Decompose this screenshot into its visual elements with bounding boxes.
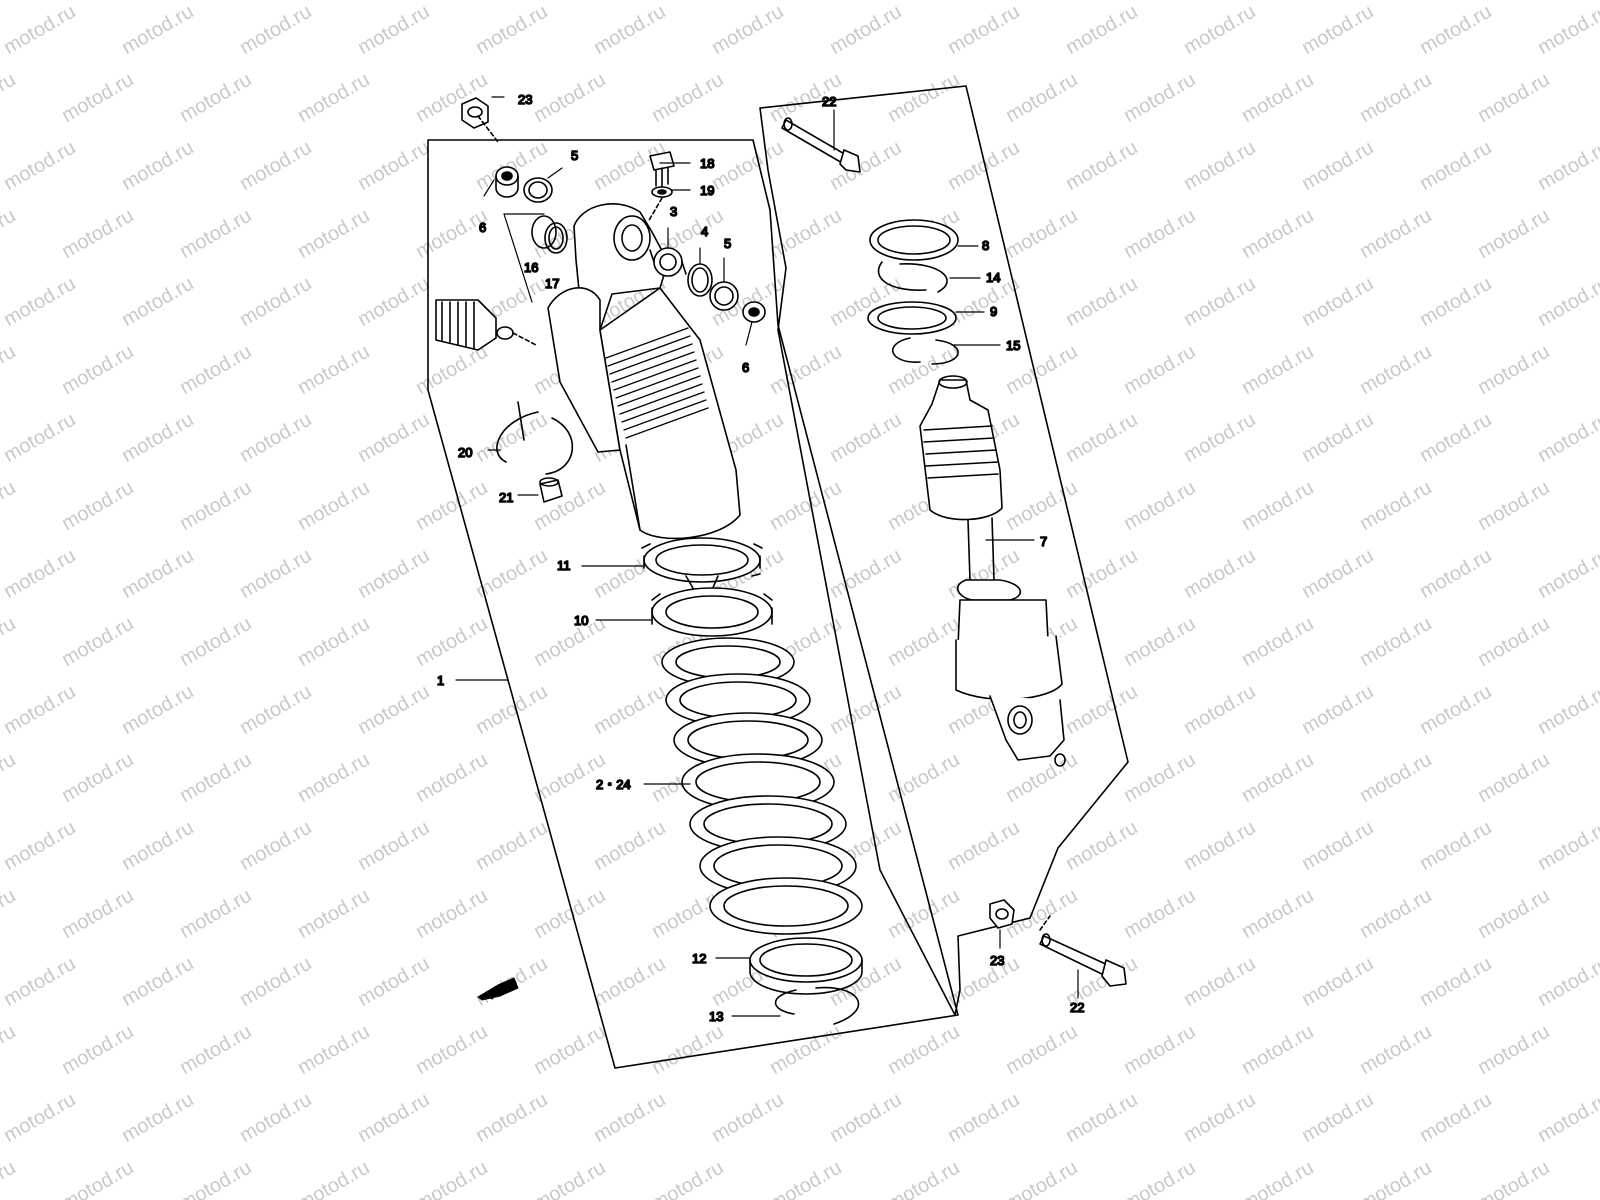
callout-6-left: 6 — [479, 220, 486, 235]
snap-ring-20 — [496, 401, 574, 475]
callout-5-right: 5 — [724, 236, 731, 251]
leader-16-17 — [503, 213, 545, 303]
cap-21 — [539, 477, 563, 503]
callout-23-bottom: 23 — [990, 953, 1004, 968]
ring-9 — [867, 301, 957, 335]
washer-4 — [687, 263, 713, 297]
callout-13: 13 — [709, 1009, 723, 1024]
callout-6-right: 6 — [742, 360, 749, 375]
callout-22-bottom: 22 — [1070, 1000, 1084, 1015]
spring-2-24 — [661, 637, 863, 935]
o-ring-16 — [531, 215, 557, 249]
damper-rod-7 — [919, 375, 1066, 767]
callout-11: 11 — [557, 558, 571, 573]
seal-5-left — [523, 177, 553, 203]
fwd-arrow-icon — [477, 977, 519, 1001]
callout-20: 20 — [458, 445, 472, 460]
spring-seat-12 — [749, 937, 863, 995]
bolt-22-bottom — [1039, 915, 1127, 987]
callout-18: 18 — [700, 156, 714, 171]
assembly-7-outline — [759, 85, 1129, 1016]
nut-23-bottom — [989, 899, 1015, 929]
collar-6-right — [742, 301, 766, 323]
washer-19 — [647, 186, 673, 223]
bearing-3 — [649, 247, 687, 277]
lock-nut-11 — [641, 537, 763, 591]
callout-1: 1 — [437, 673, 444, 688]
callout-2-24: 2・24 — [596, 777, 631, 792]
collar-6-left — [495, 166, 519, 198]
nut-23-top — [461, 97, 499, 143]
stopper-ring-13 — [774, 986, 860, 1025]
callout-14: 14 — [986, 270, 1000, 285]
callout-17: 17 — [545, 276, 559, 291]
callout-23-top: 23 — [518, 92, 532, 107]
stopper-8 — [869, 219, 959, 261]
assembly-1-outline — [427, 139, 959, 1069]
callout-7: 7 — [1040, 534, 1047, 549]
bolt-18 — [649, 151, 675, 187]
leader-lines — [455, 96, 1079, 1017]
callout-12: 12 — [692, 951, 706, 966]
callout-4: 4 — [701, 224, 708, 239]
o-ring-17 — [544, 222, 568, 254]
fwd-label: FWD — [488, 985, 508, 1000]
adjuster-10 — [651, 587, 773, 637]
callout-15: 15 — [1006, 338, 1020, 353]
callout-21: 21 — [499, 490, 513, 505]
reservoir-adjuster — [435, 299, 537, 351]
callout-16: 16 — [524, 260, 538, 275]
ring-15 — [891, 337, 959, 365]
shock-body — [547, 203, 741, 540]
callout-22-top: 22 — [822, 94, 836, 109]
callout-3: 3 — [670, 204, 677, 219]
callout-8: 8 — [982, 238, 989, 253]
callout-5-left: 5 — [571, 148, 578, 163]
callout-10: 10 — [574, 613, 588, 628]
callout-19: 19 — [700, 183, 714, 198]
ring-14 — [877, 261, 948, 293]
seal-5-right — [709, 281, 739, 311]
bolt-22-top — [781, 117, 861, 173]
callout-9: 9 — [990, 304, 997, 319]
